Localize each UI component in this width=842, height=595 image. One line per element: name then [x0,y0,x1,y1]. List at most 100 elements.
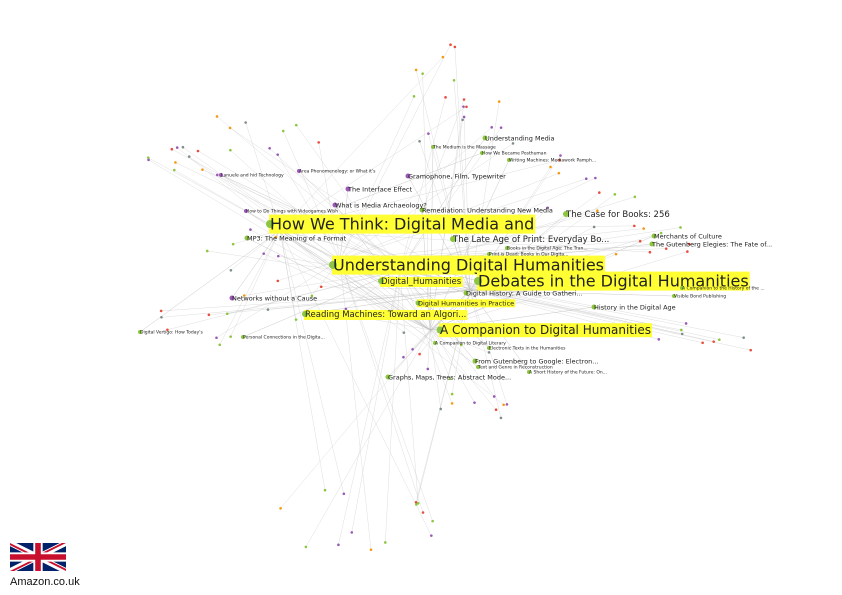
graph-edge [469,289,502,418]
graph-edge [429,329,441,409]
node-dot [507,158,511,162]
graph-node-unlabeled [441,55,445,59]
graph-node-unlabeled [215,173,219,177]
graph-node-unlabeled [166,328,169,332]
graph-node-aor: Area Phenomenology: or What it's [297,169,376,175]
graph-edge [219,229,281,345]
graph-edge [469,289,675,297]
graph-edge [427,329,431,369]
graph-edge [280,329,431,509]
graph-node-unlabeled [596,209,599,213]
graph-node-unlabeled [452,79,456,82]
graph-node-unlabeled [502,403,505,407]
node-label: Reading Machines: Toward an Algori... [305,310,466,320]
graph-node-unlabeled [499,416,503,420]
graph-node-nwc: Networks without a Cause [229,294,317,302]
graph-node-unlabeled [201,168,204,171]
node-dot [450,236,456,242]
graph-node-unlabeled [160,316,163,319]
node-label: The Interface Effect [347,185,412,193]
node-label: The Late Age of Print: Everyday Bo... [452,235,609,245]
node-label: Books in the Digital Age: The Tran... [507,246,588,252]
graph-node-unlabeled [294,123,298,127]
graph-node-unlabeled [274,235,278,239]
node-label: Digital Humanities in Practice [418,299,514,307]
graph-node-udh: Understanding Digital Humanities [329,255,605,275]
graph-edge [177,147,281,231]
graph-edge [279,56,443,231]
graph-node-unlabeled [614,252,618,256]
graph-node-unlabeled [558,158,561,162]
node-label: Personal Connections in the Digita... [243,335,325,341]
graph-node-hwt: How We Think: Digital Media and [266,214,536,234]
graph-node-unlabeled [462,105,465,108]
graph-edge [399,97,446,271]
graph-node-unlabeled [638,239,642,243]
graph-node-unlabeled [418,140,421,143]
node-label: How We Became Posthuman [482,151,547,157]
graph-node-unlabeled [712,340,716,343]
node-label: The Medium is the Massage [432,145,496,151]
node-label: MP3: The Meaning of a Format [247,234,347,242]
node-dot [431,145,435,149]
graph-edge [399,99,465,271]
node-label: Writing Machines: Mediawork Pamph... [509,158,596,164]
graph-node-fgg: From Gutenberg to Google: Electron... [472,357,599,365]
graph-edge [399,137,486,271]
node-dot [433,341,437,345]
node-dot [405,173,411,179]
graph-edge [230,229,281,337]
graph-node-unlabeled [323,488,327,492]
graph-node-pid: Print is Dead: Books in Our Digita... [487,252,568,258]
node-dot [378,278,384,284]
graph-node-unlabeled [487,351,491,354]
graph-node-unlabeled [215,336,218,340]
graph-node-unlabeled [431,519,434,523]
graph-edge [242,269,401,338]
node-label: Understanding Digital Humanities [333,256,604,275]
graph-node-cdh: A Companion to Digital Humanities [436,323,652,338]
graph-node-unlabeled [450,402,454,405]
graph-node-ahbf: A Short History of the Future: On... [527,370,607,376]
graph-edge [174,169,281,231]
graph-node-unlabeled [546,206,549,210]
graph-node-unlabeled [369,548,373,551]
graph-edge [399,269,419,504]
node-label: A Companion to Digital Humanities [440,323,651,337]
graph-node-unlabeled [228,126,232,130]
graph-node-unlabeled [597,191,601,194]
graph-node-unlabeled [412,95,416,98]
graph-node-unlabeled [411,347,414,351]
node-dot [463,290,469,296]
graph-node-ctdh: A Companion to Digital Literary [433,341,506,347]
graph-node-unlabeled [279,507,282,510]
graph-node-unlabeled [262,252,265,255]
graph-node-unlabeled [215,115,219,118]
graph-node-unlabeled [276,279,280,283]
graph-node-unlabeled [584,177,588,181]
graph-node-unlabeled [402,355,405,359]
graph-edge [321,286,471,291]
graph-node-unlabeled [218,343,222,347]
graph-node-unlabeled [642,227,646,230]
graph-node-unlabeled [266,308,270,311]
graph-edge [231,229,281,299]
node-highlight [332,255,605,275]
node-dot [219,173,223,177]
graph-node-unlabeled [633,195,637,199]
graph-node-lsr: Lanuele and hid Technology [219,173,284,179]
graph-node-unlabeled [231,242,235,246]
graph-node-unlabeled [465,105,468,109]
node-label: History in the Digital Age [594,303,676,311]
graph-node-unlabeled [350,531,354,534]
graph-node-unlabeled [174,161,177,164]
node-label: Area Phenomenology: or What it's [299,169,376,175]
graph-node-unlabeled [268,146,271,150]
graph-node-wma: What is Media Archaeology? [332,201,427,209]
graph-edge [189,156,431,331]
node-label: Lanuele and hid Technology [221,173,284,179]
graph-node-unlabeled [414,68,418,72]
graph-node-gmt: Graphs, Maps, Trees: Abstract Mode... [385,373,511,381]
graph-edge [399,127,502,271]
